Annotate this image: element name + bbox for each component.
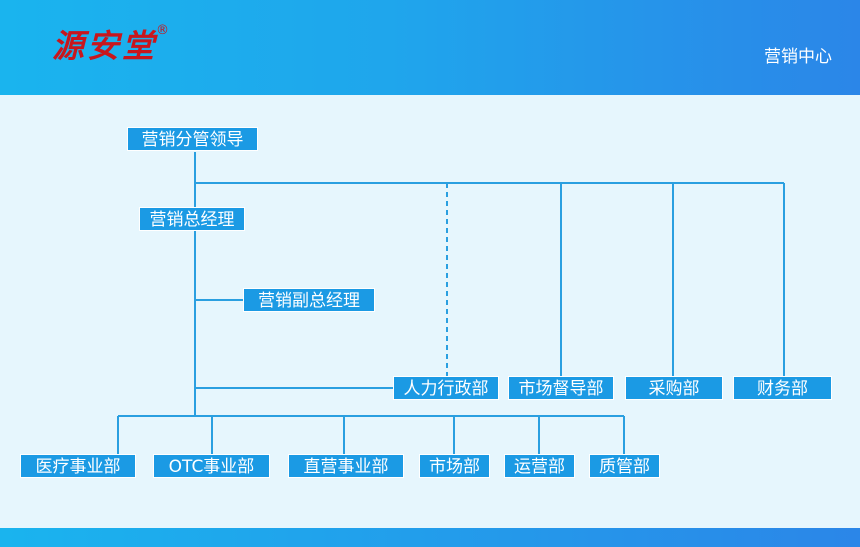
page-title: 营销中心 (764, 47, 832, 67)
box-quality-dept: 质管部 (589, 454, 660, 478)
box-finance: 财务部 (733, 376, 832, 400)
box-marketing-leader: 营销分管领导 (127, 127, 258, 151)
brand-logo: 源安堂 (52, 27, 158, 65)
registered-mark: ® (156, 23, 169, 38)
box-operations-dept: 运营部 (504, 454, 575, 478)
box-marketing-gm: 营销总经理 (139, 207, 245, 231)
box-medical-division: 医疗事业部 (20, 454, 136, 478)
box-marketing-deputy-gm: 营销副总经理 (243, 288, 375, 312)
box-hr-admin: 人力行政部 (393, 376, 499, 400)
box-market-supervision: 市场督导部 (508, 376, 614, 400)
box-marketing-dept: 市场部 (419, 454, 490, 478)
header-bar: 源安堂 ® 营销中心 (0, 0, 860, 95)
footer-bar (0, 528, 860, 547)
box-direct-division: 直营事业部 (288, 454, 404, 478)
box-purchasing: 采购部 (625, 376, 723, 400)
box-otc-division: OTC事业部 (153, 454, 270, 478)
